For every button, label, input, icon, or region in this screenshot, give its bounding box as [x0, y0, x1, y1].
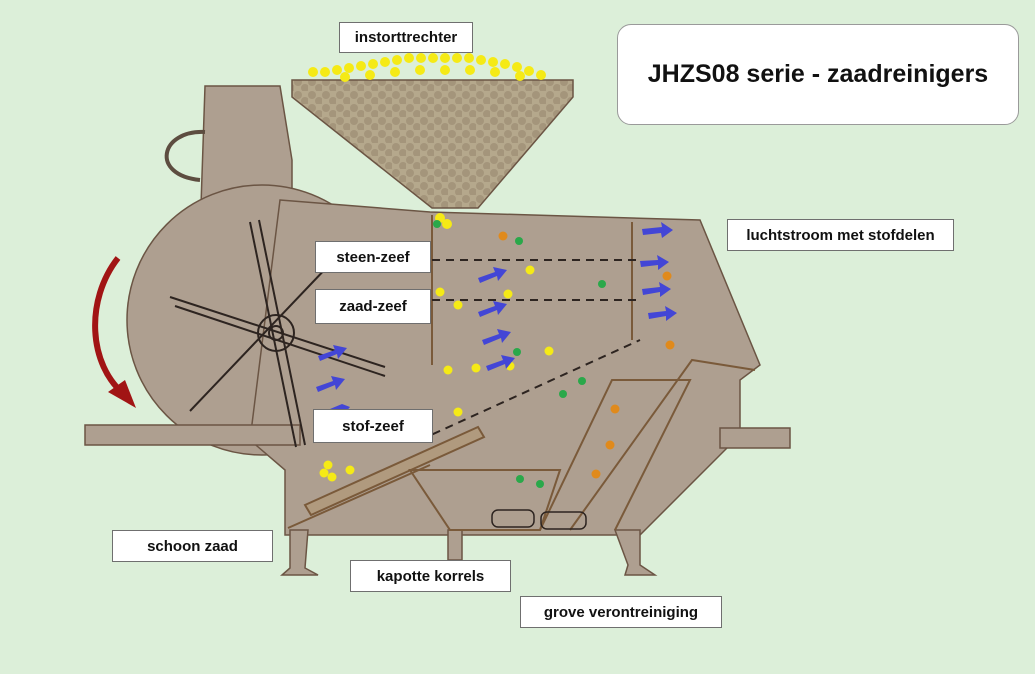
- arrow-right-icon: [648, 306, 677, 321]
- debris-particles: [498, 231, 675, 479]
- label-hopper: instorttrechter: [339, 22, 473, 53]
- arrow-right-icon: [478, 301, 507, 317]
- label-dust-sieve: stof-zeef: [313, 409, 433, 443]
- dust-particles: [433, 220, 606, 488]
- arrow-right-icon: [316, 376, 345, 392]
- arrow-right-icon: [318, 345, 347, 361]
- seed-particles: [319, 265, 554, 482]
- airflow-arrows: [316, 222, 677, 414]
- arrow-right-icon: [478, 267, 507, 283]
- label-stone-sieve: steen-zeef: [315, 241, 431, 273]
- arrow-right-icon: [642, 222, 673, 238]
- arrow-right-icon: [640, 255, 669, 270]
- label-seed-sieve: zaad-zeef: [315, 289, 431, 324]
- label-coarse-impurity: grove verontreiniging: [520, 596, 722, 628]
- arrow-right-icon: [642, 282, 671, 297]
- label-clean-seed: schoon zaad: [112, 530, 273, 562]
- sieve-structure: [287, 215, 756, 531]
- rotation-arrow-head: [108, 380, 136, 408]
- arrow-right-icon: [482, 329, 511, 345]
- fan-rotor: [169, 219, 386, 448]
- label-broken-kernels: kapotte korrels: [350, 560, 511, 592]
- hopper: [291, 53, 574, 229]
- arrow-right-icon: [486, 355, 515, 371]
- label-airflow: luchtstroom met stofdelen: [727, 219, 954, 251]
- curved-arrow-icon: [92, 256, 129, 399]
- diagram-title: JHZS08 serie - zaadreinigers: [617, 24, 1019, 125]
